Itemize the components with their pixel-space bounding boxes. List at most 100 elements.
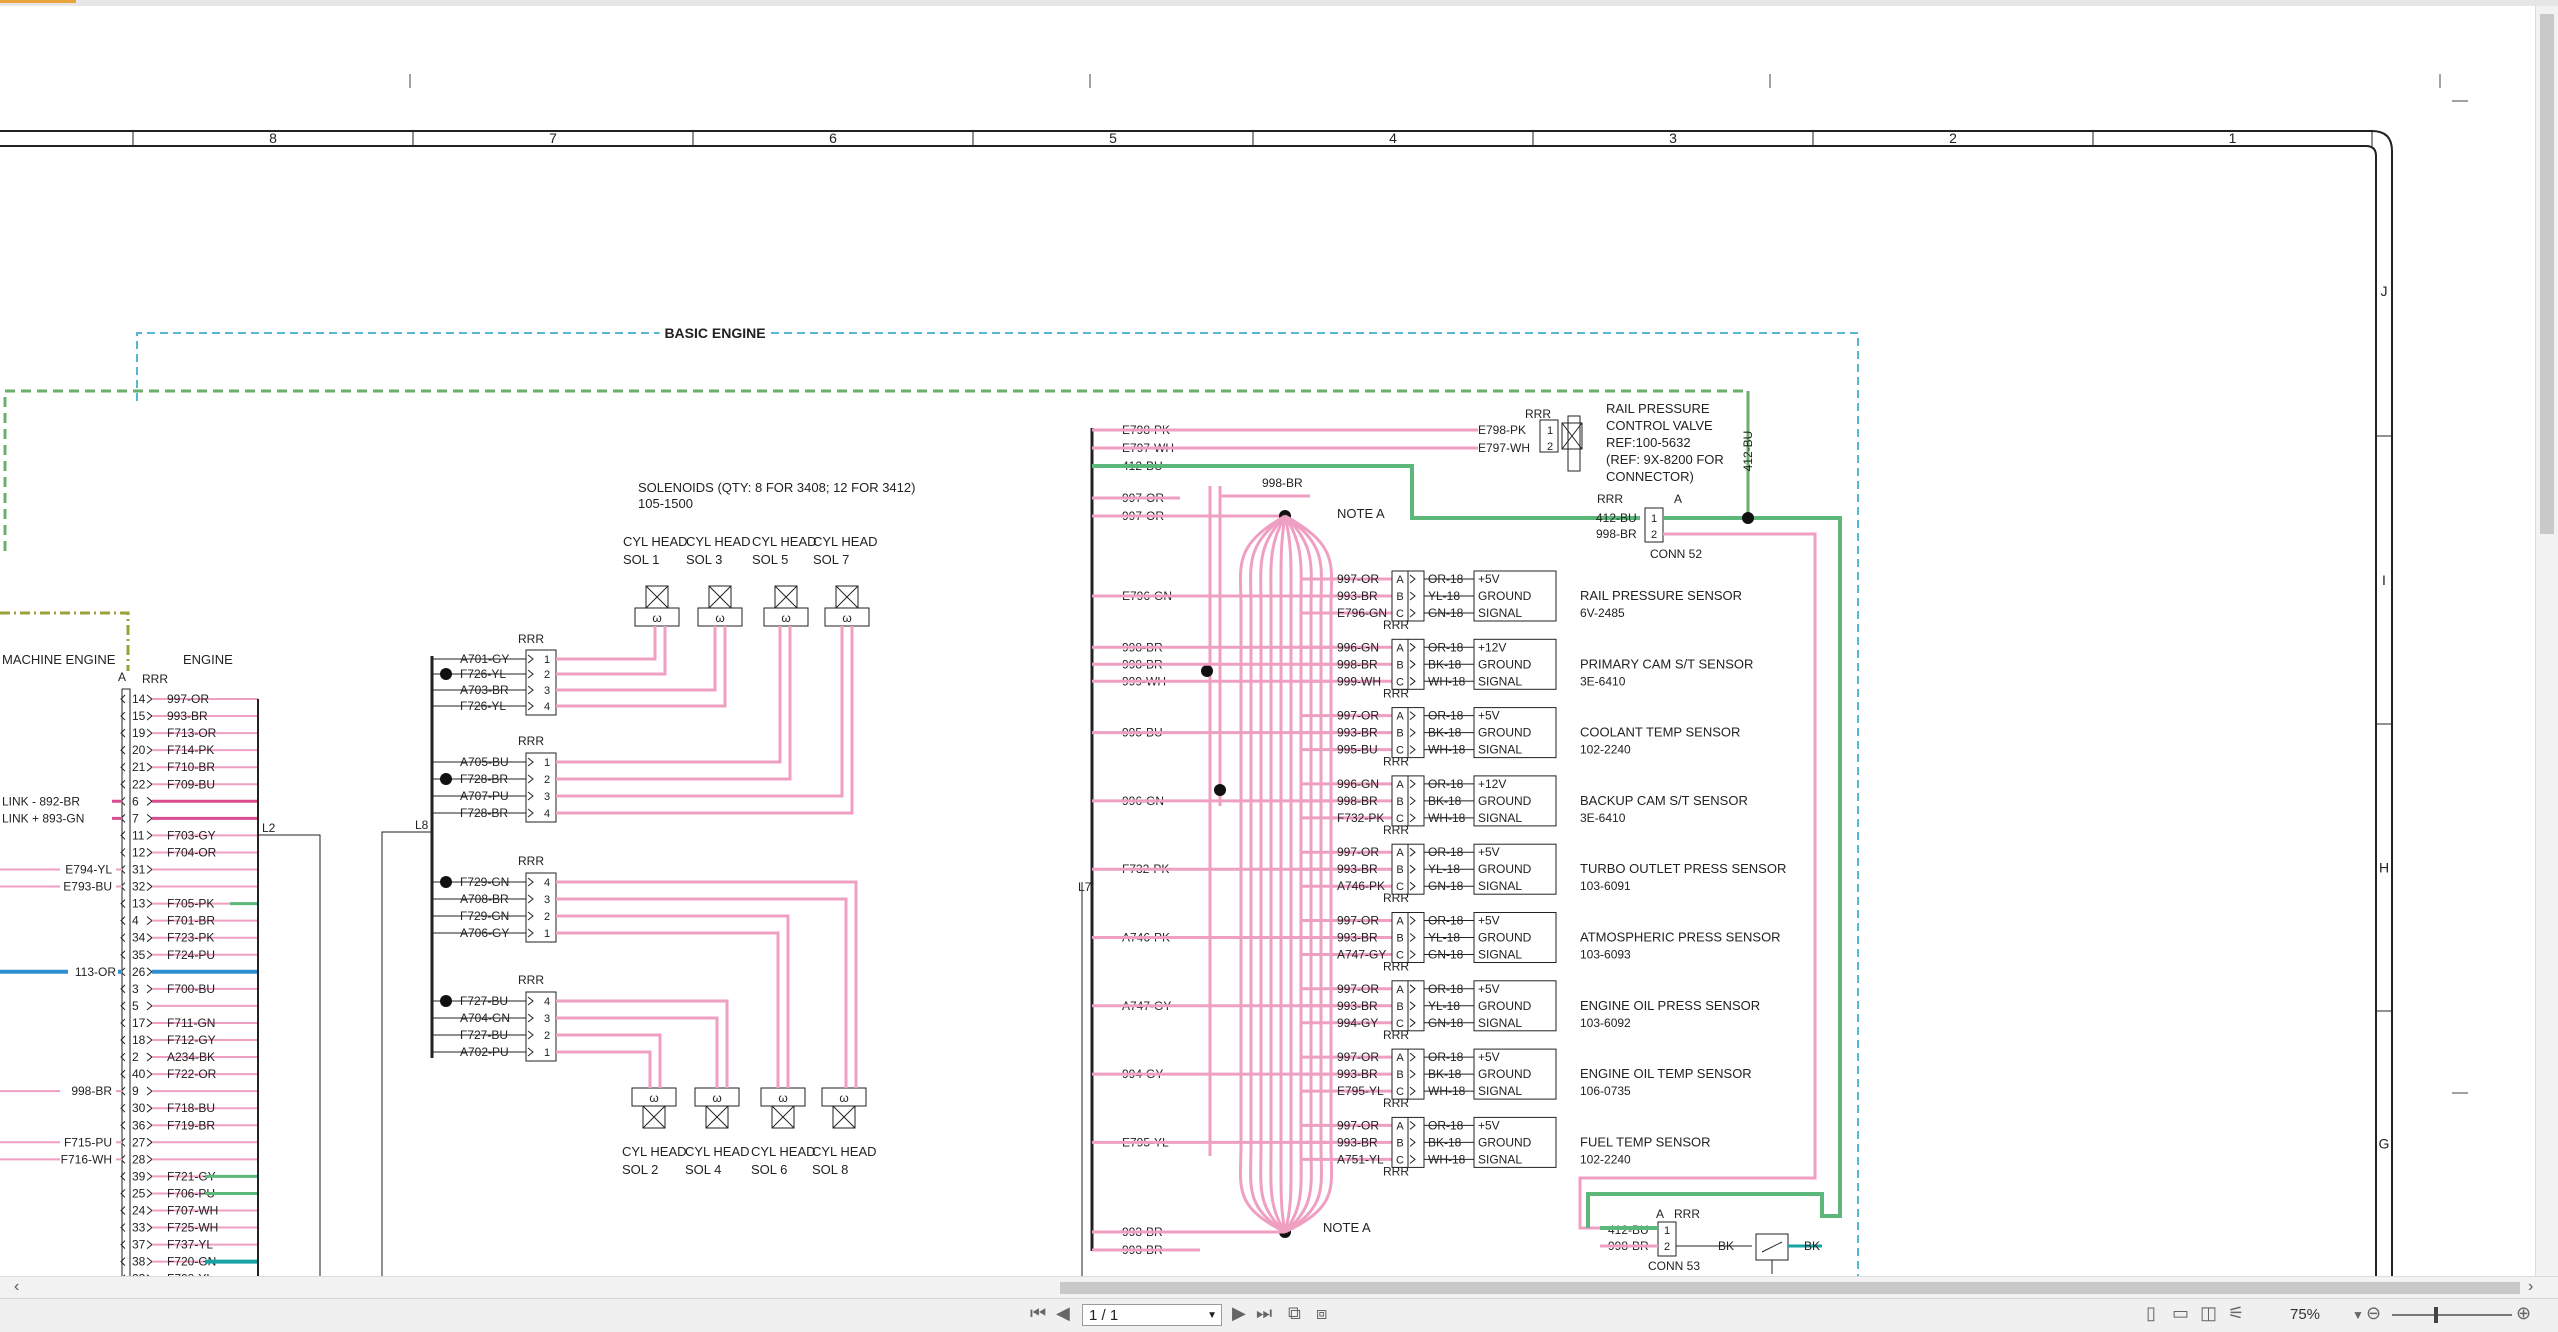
sensor-body bbox=[1473, 570, 1557, 622]
pin-arrow bbox=[120, 728, 126, 738]
rail-valve-body bbox=[1567, 415, 1581, 472]
sensor-lead-label: YL-18 bbox=[1428, 589, 1460, 603]
page-number-value: 1 / 1 bbox=[1089, 1307, 1119, 1324]
sensor-name: ENGINE OIL TEMP SENSOR bbox=[1580, 1066, 1752, 1081]
solenoid-wire bbox=[556, 999, 729, 1088]
pin-arrow bbox=[146, 762, 153, 772]
sensor-wire-label: A746-PK bbox=[1337, 879, 1385, 893]
first-page-icon[interactable]: ⏮ bbox=[1030, 1303, 1047, 1323]
sol-conn-pin: 4 bbox=[544, 877, 550, 889]
sensor-pin: B bbox=[1396, 933, 1403, 945]
sensor-signal-label: GROUND bbox=[1478, 1135, 1532, 1149]
column-number: 6 bbox=[829, 130, 837, 146]
sensor-signal-label: GROUND bbox=[1478, 794, 1532, 808]
engine-pin: 9 bbox=[132, 1084, 139, 1098]
machine-frame-olive bbox=[0, 611, 130, 671]
solenoid-connector-box bbox=[824, 607, 870, 627]
pin-arrow bbox=[146, 1052, 153, 1062]
sensor-lead-label: OR-18 bbox=[1428, 572, 1464, 586]
left-wire-label-bg bbox=[60, 1134, 116, 1150]
last-page-icon[interactable]: ⏭ bbox=[1256, 1303, 1273, 1323]
solenoid-top-label: CYL HEAD bbox=[623, 534, 688, 549]
two-page-view-icon[interactable]: ◫ bbox=[2200, 1303, 2218, 1323]
sensor-wire-label: 993-BR bbox=[1337, 931, 1378, 945]
zoom-level[interactable]: 75% bbox=[2290, 1306, 2321, 1323]
pin-arrow bbox=[146, 1103, 153, 1113]
machine-frame-green bbox=[3, 389, 1750, 551]
engine-wire-label: F737-YL bbox=[167, 1238, 213, 1252]
horizontal-scrollbar[interactable]: ‹ › bbox=[0, 1276, 2558, 1299]
zoom-dropdown-icon[interactable]: ▼ bbox=[2352, 1308, 2364, 1322]
solenoid-wire bbox=[556, 626, 717, 692]
solenoid-connector-box bbox=[697, 607, 743, 627]
solenoid-wire bbox=[556, 1033, 662, 1088]
engine-wire-label: F713-OR bbox=[167, 726, 217, 740]
sol-conn-pin: 1 bbox=[544, 928, 550, 940]
sensor-signal-label: SIGNAL bbox=[1478, 948, 1522, 962]
sol-conn-wire-label: A703-BR bbox=[460, 683, 509, 697]
sensor-lead-label: WH-18 bbox=[1428, 1152, 1466, 1166]
column-number: 4 bbox=[1389, 130, 1397, 146]
horizontal-scroll-thumb[interactable] bbox=[1060, 1282, 2520, 1294]
connector-junction-dot bbox=[440, 995, 452, 1007]
pin-arrow bbox=[146, 916, 153, 926]
sol-conn-pin: 1 bbox=[544, 757, 550, 769]
zoom-slider[interactable] bbox=[2392, 1307, 2512, 1323]
next-page-icon[interactable]: ▶ bbox=[1232, 1303, 1246, 1323]
fit-page-icon[interactable]: ⧉ bbox=[1288, 1303, 1301, 1323]
solenoid-wire bbox=[556, 626, 667, 676]
sensor-signal-label: GROUND bbox=[1478, 589, 1532, 603]
zoom-slider-handle[interactable] bbox=[2434, 1307, 2438, 1323]
scroll-left-arrow-icon[interactable]: ‹ bbox=[14, 1278, 20, 1295]
sensor-signal-label: +5V bbox=[1478, 709, 1500, 723]
bk-label: BK bbox=[1804, 1239, 1820, 1253]
previous-page-icon[interactable]: ◀ bbox=[1056, 1303, 1070, 1323]
conn53-pin: 1 bbox=[1664, 1225, 1670, 1237]
page-number-field[interactable]: 1 / 1 ▼ bbox=[1082, 1304, 1222, 1326]
engine-wire-label: F700-BU bbox=[167, 982, 215, 996]
sensor-pin: B bbox=[1396, 864, 1403, 876]
pin-arrow bbox=[120, 950, 126, 960]
engine-connector-body bbox=[121, 688, 131, 1291]
vertical-scroll-thumb[interactable] bbox=[2540, 14, 2554, 534]
sensor-wire-label: 997-OR bbox=[1337, 709, 1379, 723]
sensor-pin: A bbox=[1396, 779, 1404, 791]
engine-wire-label: F719-BR bbox=[167, 1118, 215, 1132]
single-page-view-icon[interactable]: ▯ bbox=[2146, 1303, 2156, 1323]
connector-junction-dot bbox=[440, 876, 452, 888]
scroll-right-arrow-icon[interactable]: › bbox=[2528, 1278, 2534, 1295]
zoom-out-icon[interactable]: ⊖ bbox=[2366, 1303, 2382, 1323]
left-wire-label-bg bbox=[68, 963, 118, 979]
wire-412bu-conn52 bbox=[1663, 516, 1842, 1196]
vertical-scrollbar[interactable] bbox=[2535, 6, 2558, 1276]
solenoid-bottom-label: CYL HEAD bbox=[812, 1144, 877, 1159]
zoom-in-icon[interactable]: ⊕ bbox=[2516, 1303, 2532, 1323]
sensor-lead-label: YL-18 bbox=[1428, 862, 1460, 876]
note-a-bundle-wire bbox=[1259, 514, 1287, 1234]
connector-a-header: A bbox=[118, 670, 126, 684]
pin-arrow bbox=[120, 1103, 126, 1113]
pin-arrow bbox=[1409, 864, 1416, 874]
pin-arrow bbox=[146, 967, 153, 977]
sensor-pin: C bbox=[1396, 813, 1404, 825]
pin-arrow bbox=[120, 1206, 126, 1215]
engine-wire-label: F721-GY bbox=[167, 1169, 216, 1183]
engine-wire-label: A234-BK bbox=[167, 1050, 215, 1064]
fit-width-icon[interactable]: ⧈ bbox=[1316, 1303, 1328, 1323]
border-inner bbox=[0, 145, 2377, 1276]
chevron-down-icon[interactable]: ▼ bbox=[1207, 1310, 1217, 1321]
solenoid-top-label: SOL 7 bbox=[813, 552, 849, 567]
sensor-signal-label: SIGNAL bbox=[1478, 811, 1522, 825]
sensor-pin: A bbox=[1396, 984, 1404, 996]
sensor-pin: B bbox=[1396, 796, 1403, 808]
left-wire-label: F716-WH bbox=[61, 1152, 112, 1166]
pin-arrow bbox=[120, 779, 126, 789]
wire-998br-conn52 bbox=[1578, 532, 1817, 1230]
sensor-lead-label: BK-18 bbox=[1428, 1067, 1462, 1081]
sensor-pin: C bbox=[1396, 1018, 1404, 1030]
scroll-mode-icon[interactable]: ⚟ bbox=[2228, 1303, 2245, 1323]
continuous-view-icon[interactable]: ▭ bbox=[2172, 1303, 2190, 1323]
rail-valve-label: CONTROL VALVE bbox=[1606, 418, 1713, 433]
pin-arrow bbox=[527, 654, 534, 664]
